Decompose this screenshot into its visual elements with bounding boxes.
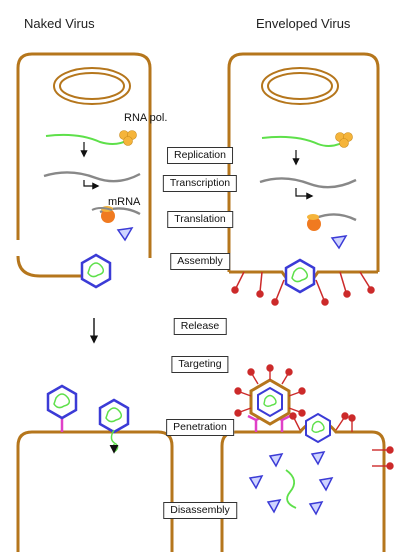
naked-rna-gray xyxy=(43,171,141,183)
capsid-icon xyxy=(284,258,316,294)
triangle-protein-icon xyxy=(116,227,134,242)
enveloped-transcription-arrow xyxy=(295,188,314,200)
step-transcription: Transcription xyxy=(162,175,238,192)
spike-icon xyxy=(231,271,375,306)
step-disassembly: Disassembly xyxy=(163,502,237,519)
step-translation: Translation xyxy=(167,211,233,228)
step-targeting: Targeting xyxy=(171,356,229,373)
nucleus-icon xyxy=(53,67,131,105)
step-release: Release xyxy=(173,318,227,335)
step-replication: Replication xyxy=(167,147,233,164)
mrna-orange-icon xyxy=(307,214,321,231)
enveloped-cell-membrane xyxy=(227,52,380,272)
nucleus-icon xyxy=(261,67,339,105)
enveloped-virus-title: Enveloped Virus xyxy=(256,16,351,31)
released-rna xyxy=(285,469,297,509)
enveloped-lower-cell-membrane xyxy=(220,419,386,552)
rna-pol-label: RNA pol. xyxy=(124,112,168,124)
naked-mrna-line xyxy=(91,207,113,211)
ribosome-icon xyxy=(335,132,353,148)
capsid-icon xyxy=(98,398,130,434)
capsid-icon xyxy=(80,253,112,289)
ribosome-icon xyxy=(119,130,137,146)
naked-cell-membrane-bottom xyxy=(16,255,100,278)
enveloped-rna-gray xyxy=(259,177,357,189)
triangle-protein-icon xyxy=(330,235,348,250)
spike-icon xyxy=(289,412,394,470)
enveloped-virion-fusing xyxy=(305,412,331,444)
step-assembly: Assembly xyxy=(170,253,230,270)
enveloped-virion-targeting xyxy=(234,364,306,426)
naked-virus-title: Naked Virus xyxy=(24,16,95,31)
mrna-label: mRNA xyxy=(108,196,141,208)
naked-transcription-arrow xyxy=(83,180,100,190)
triangle-protein-icon xyxy=(248,451,334,516)
naked-lower-cell-membrane xyxy=(16,430,174,552)
enveloped-mrna-strand xyxy=(315,213,357,222)
step-penetration: Penetration xyxy=(166,419,234,436)
capsid-icon xyxy=(46,384,78,420)
naked-cell-membrane xyxy=(16,52,152,258)
